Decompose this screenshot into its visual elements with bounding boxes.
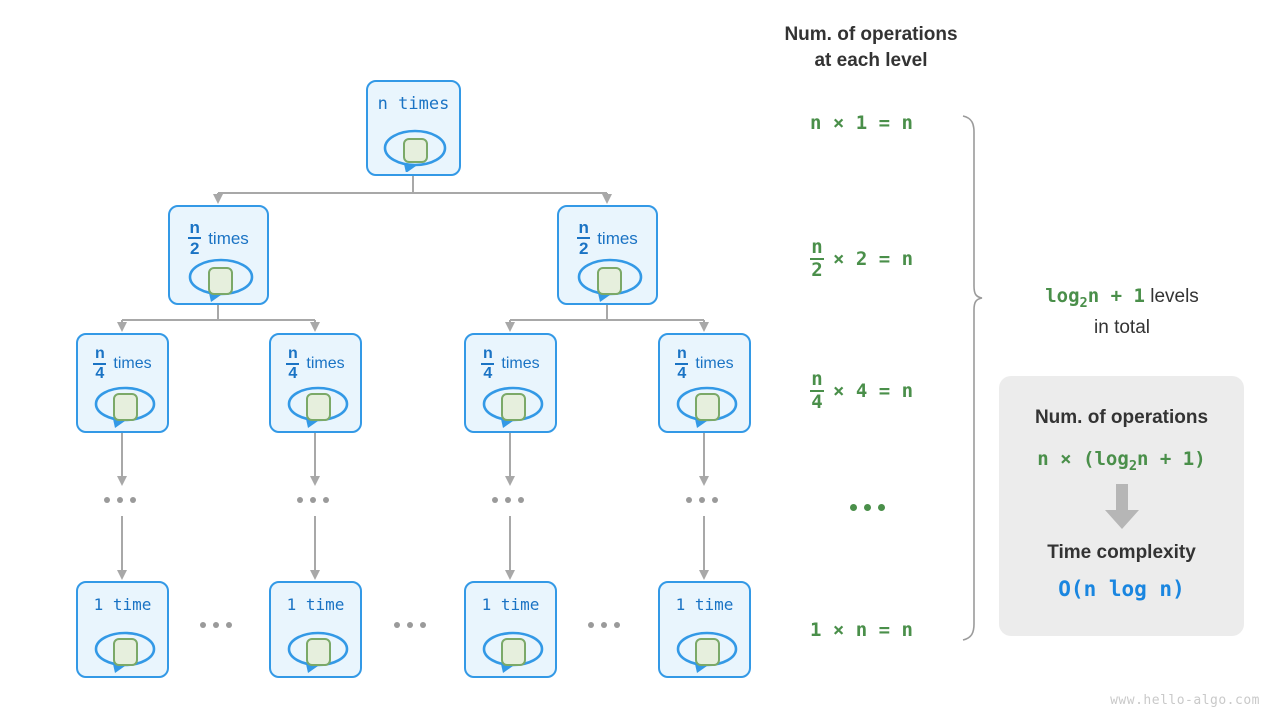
tree-node-level1-0[interactable]: n 2 times xyxy=(168,205,269,305)
fraction: n 4 xyxy=(481,345,495,382)
fraction: n 4 xyxy=(93,345,107,382)
operations-row-text: × 4 = n xyxy=(833,380,914,402)
operation-square xyxy=(501,638,526,666)
operation-square xyxy=(403,138,428,163)
leaf-ellipsis-0 xyxy=(200,622,232,628)
node-label: 1 time xyxy=(93,595,152,614)
tree-node-level2-0[interactable]: n 4 times xyxy=(76,333,169,433)
tree-ellipsis-3 xyxy=(686,497,718,503)
operation-square xyxy=(695,638,720,666)
levels-text-second: in total xyxy=(1094,316,1150,338)
node-label: n 4 times xyxy=(286,345,345,382)
tree-node-level2-3[interactable]: n 4 times xyxy=(658,333,751,433)
operation-square xyxy=(306,638,331,666)
tree-node-level1-1[interactable]: n 2 times xyxy=(557,205,658,305)
fraction-bar xyxy=(286,363,300,365)
levels-formula: log2n + 1 xyxy=(1045,285,1145,311)
fraction-bar xyxy=(810,258,824,260)
node-label: n 4 times xyxy=(481,345,540,382)
tree-node-leaf-3[interactable]: 1 time xyxy=(658,581,751,678)
fraction: n 4 xyxy=(675,345,689,382)
fraction: n 4 xyxy=(286,345,300,382)
operations-row-text: n × 1 = n xyxy=(810,112,913,134)
tree-node-level2-1[interactable]: n 4 times xyxy=(269,333,362,433)
tree-node-level0[interactable]: n times xyxy=(366,80,461,176)
fraction-bar xyxy=(481,363,495,365)
node-label: n 2 times xyxy=(188,218,249,258)
operation-square xyxy=(113,393,138,421)
loop-arrow-icon xyxy=(383,129,447,172)
operation-square xyxy=(208,267,233,295)
operation-square xyxy=(113,638,138,666)
fraction-bar xyxy=(93,363,107,365)
node-label: 1 time xyxy=(675,595,734,614)
fraction-bar xyxy=(188,237,202,239)
operations-row-level-0: n × 1 = n xyxy=(810,112,913,134)
fraction-bar xyxy=(577,237,591,239)
summary-card: Num. of operations n × (log2n + 1) Time … xyxy=(999,376,1244,636)
operations-row-level-2: n 4 × 4 = n xyxy=(810,370,913,412)
fraction-bar xyxy=(675,363,689,365)
tree-node-leaf-2[interactable]: 1 time xyxy=(464,581,557,678)
operations-row-ellipsis xyxy=(850,504,885,511)
card-heading-operations: Num. of operations xyxy=(1034,407,1209,428)
node-label: n 4 times xyxy=(93,345,152,382)
operation-square xyxy=(597,267,622,295)
fraction: n 4 xyxy=(810,368,824,413)
down-arrow-icon xyxy=(1104,483,1139,529)
node-label: n 4 times xyxy=(675,345,734,382)
levels-text-after: levels xyxy=(1144,286,1199,307)
node-label: 1 time xyxy=(286,595,345,614)
tree-ellipsis-0 xyxy=(104,497,136,503)
leaf-ellipsis-1 xyxy=(394,622,426,628)
levels-brace xyxy=(962,115,983,641)
leaf-ellipsis-2 xyxy=(588,622,620,628)
operations-row-leaf: 1 × n = n xyxy=(810,619,913,641)
node-label: n times xyxy=(377,94,450,114)
card-formula-complexity: O(n log n) xyxy=(1058,576,1185,601)
operations-column-title: Num. of operations at each level xyxy=(784,24,958,71)
fraction-bar xyxy=(810,390,824,392)
tree-node-leaf-0[interactable]: 1 time xyxy=(76,581,169,678)
operations-row-level-1: n 2 × 2 = n xyxy=(810,238,913,280)
fraction: n 2 xyxy=(577,218,591,258)
fraction: n 2 xyxy=(810,236,824,281)
tree-node-level2-2[interactable]: n 4 times xyxy=(464,333,557,433)
watermark: www.hello-algo.com xyxy=(1110,693,1260,708)
card-formula-operations: n × (log2n + 1) xyxy=(1037,448,1206,474)
levels-total-note: log2n + 1 levels in total xyxy=(1000,283,1244,341)
node-label: n 2 times xyxy=(577,218,638,258)
fraction: n 2 xyxy=(188,218,202,258)
operation-square xyxy=(695,393,720,421)
node-label: 1 time xyxy=(481,595,540,614)
operation-square xyxy=(306,393,331,421)
operations-row-text: 1 × n = n xyxy=(810,619,913,641)
card-heading-complexity: Time complexity xyxy=(1047,541,1196,563)
operation-square xyxy=(501,393,526,421)
tree-ellipsis-1 xyxy=(297,497,329,503)
tree-node-leaf-1[interactable]: 1 time xyxy=(269,581,362,678)
operations-row-text: × 2 = n xyxy=(833,248,914,270)
tree-ellipsis-2 xyxy=(492,497,524,503)
